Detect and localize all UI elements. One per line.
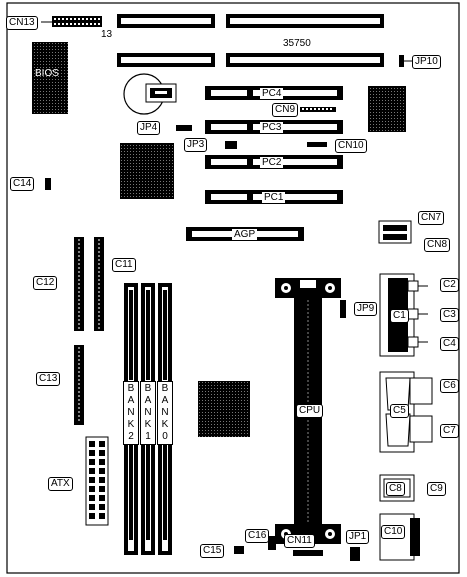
cn7-cn8-headers bbox=[378, 220, 412, 244]
chipset-south bbox=[368, 86, 406, 132]
label-cn7: CN7 bbox=[418, 211, 445, 225]
label-jp4: JP4 bbox=[137, 121, 161, 135]
label-cn13: CN13 bbox=[6, 16, 38, 30]
label-bank1: BANK1 bbox=[140, 381, 156, 445]
label-c6: C6 bbox=[440, 379, 459, 393]
c15-jumper bbox=[234, 546, 244, 554]
label-atx: ATX bbox=[48, 477, 73, 491]
cn9-header bbox=[300, 107, 336, 112]
label-header-pin: 13 bbox=[101, 29, 113, 40]
atx-power bbox=[85, 436, 109, 526]
label-c3: C3 bbox=[440, 308, 459, 322]
label-c4: C4 bbox=[440, 337, 459, 351]
bank0-text: BANK0 bbox=[161, 383, 169, 442]
label-c16: C16 bbox=[245, 529, 270, 543]
cn10-header bbox=[307, 142, 327, 147]
jp10-jumper bbox=[399, 55, 413, 67]
label-board-model: 35750 bbox=[283, 38, 311, 49]
label-pc1: PC1 bbox=[262, 192, 286, 203]
pci-slots bbox=[205, 86, 343, 204]
label-bios: BIOS bbox=[35, 68, 59, 79]
io-chip bbox=[198, 381, 250, 437]
label-jp9: JP9 bbox=[354, 302, 378, 316]
label-c10: C10 bbox=[381, 525, 406, 539]
bank1-text: BANK1 bbox=[144, 383, 152, 442]
label-c9: C9 bbox=[427, 482, 446, 496]
c11-c12-headers bbox=[74, 237, 104, 331]
label-c5: C5 bbox=[390, 404, 409, 418]
label-c1: C1 bbox=[390, 309, 409, 323]
label-cn8: CN8 bbox=[424, 238, 451, 252]
top-slots bbox=[117, 14, 384, 67]
label-cn10: CN10 bbox=[335, 139, 367, 153]
c16-jumper bbox=[268, 536, 276, 550]
label-bank0: BANK0 bbox=[157, 381, 173, 445]
bank2-text: BANK2 bbox=[127, 383, 135, 442]
label-c7: C7 bbox=[440, 424, 459, 438]
label-jp1: JP1 bbox=[346, 530, 370, 544]
label-pc3: PC3 bbox=[260, 122, 284, 133]
label-c15: C15 bbox=[200, 544, 225, 558]
label-c2: C2 bbox=[440, 278, 459, 292]
cn13-header bbox=[41, 16, 102, 27]
jp1-jumper bbox=[350, 547, 360, 561]
c14-jumper bbox=[45, 178, 51, 190]
label-jp3: JP3 bbox=[184, 138, 208, 152]
label-pc4: PC4 bbox=[260, 88, 284, 99]
chipset-north bbox=[120, 143, 174, 199]
battery bbox=[123, 73, 177, 115]
label-bank2: BANK2 bbox=[123, 381, 139, 445]
jp3-jumper bbox=[225, 141, 237, 149]
label-cn9: CN9 bbox=[272, 103, 299, 117]
label-jp10: JP10 bbox=[412, 55, 441, 69]
label-cpu: CPU bbox=[296, 404, 324, 418]
bios-chip bbox=[32, 42, 68, 114]
cn11-header bbox=[293, 550, 323, 556]
label-c14: C14 bbox=[10, 177, 35, 191]
label-pc2: PC2 bbox=[260, 157, 284, 168]
label-cn11: CN11 bbox=[284, 534, 315, 548]
label-c13: C13 bbox=[36, 372, 61, 386]
c13-header bbox=[74, 345, 84, 425]
jp9-jumper bbox=[340, 300, 346, 318]
label-c8: C8 bbox=[386, 482, 405, 496]
label-c11: C11 bbox=[112, 258, 136, 272]
label-c12: C12 bbox=[33, 276, 58, 290]
jp4-jumper bbox=[176, 125, 192, 131]
label-agp: AGP bbox=[232, 229, 258, 240]
